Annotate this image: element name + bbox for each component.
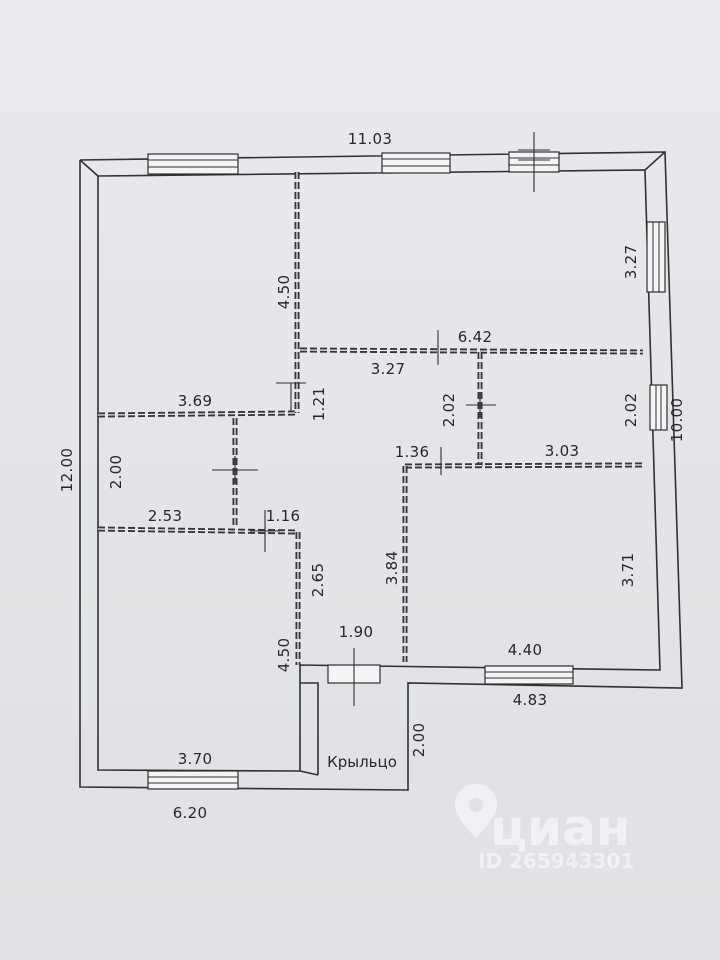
dim-entrance-width: 1.90 (339, 623, 374, 641)
dim-bottom-left-height: 4.50 (275, 638, 293, 673)
dim-right-small-width: 3.03 (545, 442, 580, 460)
outer-walls (79, 151, 683, 791)
dim-center-wall-length: 6.42 (458, 328, 493, 346)
dim-lower-right-width: 4.40 (508, 641, 543, 659)
door-markers (212, 132, 550, 706)
watermark-brand: циан (490, 799, 630, 857)
window-top-center (381, 152, 451, 174)
dim-hall-height: 3.84 (383, 551, 401, 586)
watermark-listing-id: ID 265943301 (478, 849, 634, 873)
dim-left-small-height: 2.00 (107, 455, 125, 490)
dim-room-top-right-height: 3.27 (622, 245, 640, 280)
dim-lower-right-height: 3.71 (619, 553, 637, 588)
dimension-labels: 11.03 12.00 10.00 4.50 3.27 6.42 3.27 3.… (58, 130, 686, 822)
dim-corridor-height: 2.65 (309, 563, 327, 598)
watermark: циан ID 265943301 (455, 784, 634, 873)
dim-bottom-left-width: 3.70 (178, 750, 213, 768)
dim-center-offset: 1.36 (395, 443, 430, 461)
dim-hall-step: 1.21 (310, 387, 328, 422)
window-top-left (147, 153, 239, 175)
windows (147, 151, 668, 790)
dim-corridor-width: 1.16 (266, 507, 301, 525)
dim-lower-right-outer: 4.83 (513, 691, 548, 709)
porch (299, 682, 319, 776)
dim-center-span: 3.27 (371, 360, 406, 378)
dim-room-top-left-height: 4.50 (275, 275, 293, 310)
dim-closet-height: 2.02 (440, 393, 458, 428)
dim-left-height: 12.00 (58, 448, 76, 492)
dim-right-small-height: 2.02 (622, 393, 640, 428)
dim-bottom-left-outer: 6.20 (173, 804, 208, 822)
dim-top-width: 11.03 (348, 130, 392, 148)
porch-label: Крыльцо (327, 753, 397, 771)
interior-partitions (97, 172, 644, 665)
location-pin-icon (455, 784, 497, 838)
dim-bath-width: 3.69 (178, 392, 213, 410)
window-bottom-right (484, 665, 574, 685)
dim-right-height: 10.00 (668, 398, 686, 442)
window-bottom-left (147, 770, 239, 790)
dim-porch-depth: 2.00 (410, 723, 428, 758)
window-right-upper (646, 221, 666, 293)
dim-left-small-width: 2.53 (148, 507, 183, 525)
window-right-middle (649, 384, 668, 431)
